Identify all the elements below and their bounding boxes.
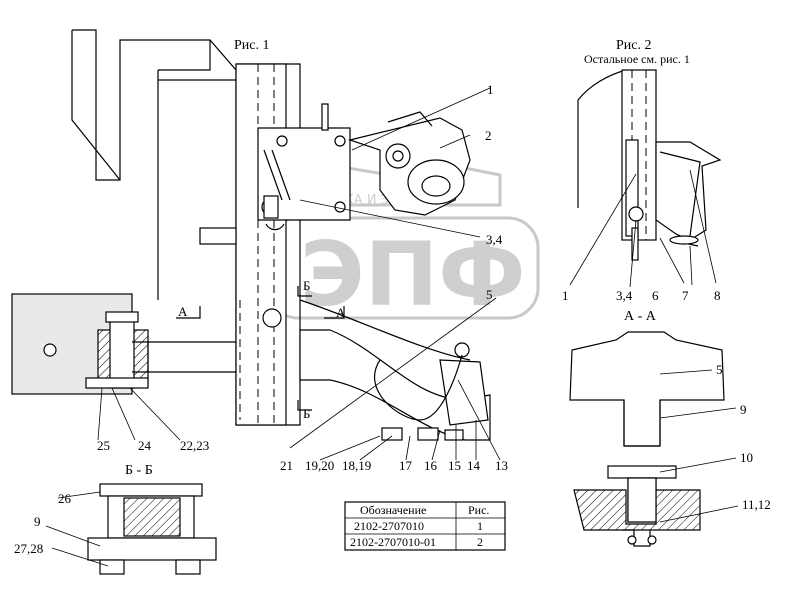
fig1-title: Рис. 1 — [234, 38, 270, 53]
fig2-note: Остальное см. рис. 1 — [584, 52, 690, 66]
fig2-title: Рис. 2 — [616, 38, 652, 53]
callout-fig2-3-4: 3,4 — [616, 288, 633, 303]
figure-1-labels: Рис. 1 1 2 3,4 5 13 14 15 16 17 18,19 19… — [97, 38, 508, 473]
figure-1 — [11, 29, 491, 441]
callout-5: 5 — [486, 287, 493, 302]
table-header-figure: Рис. — [468, 503, 489, 517]
callout-bb-27-28: 27,28 — [14, 541, 43, 556]
callout-17: 17 — [399, 458, 413, 473]
parts-table: Обозначение Рис. 2102-2707010 1 2102-270… — [344, 501, 506, 551]
callout-aa-10: 10 — [740, 450, 753, 465]
callout-16: 16 — [424, 458, 438, 473]
callout-19-20: 19,20 — [305, 458, 334, 473]
callout-15: 15 — [448, 458, 461, 473]
callout-aa-11-12: 11,12 — [742, 497, 771, 512]
figure-2: Рис. 2 Остальное см. рис. 1 1 3,4 6 7 8 — [562, 38, 722, 303]
cut-mark-b-bottom: Б — [303, 406, 310, 421]
cut-mark-a-left: А — [178, 304, 188, 319]
table-cell: 2 — [477, 535, 483, 549]
callout-21: 21 — [280, 458, 293, 473]
figure-1-leaders — [97, 87, 501, 461]
callout-fig2-6: 6 — [652, 288, 659, 303]
callout-24: 24 — [138, 438, 152, 453]
callout-fig2-1: 1 — [562, 288, 569, 303]
callout-22-23: 22,23 — [180, 438, 209, 453]
watermark-logo: ЭПФ — [300, 223, 526, 326]
section-bb-title: Б - Б — [125, 463, 153, 478]
section-bb: Б - Б 26 9 27,28 — [14, 463, 217, 575]
section-aa: А - А 5 9 10 11,12 — [569, 309, 771, 547]
callout-bb-26: 26 — [58, 491, 72, 506]
callout-13: 13 — [495, 458, 508, 473]
callout-fig2-7: 7 — [682, 288, 689, 303]
callout-3-4: 3,4 — [486, 232, 503, 247]
callout-25: 25 — [97, 438, 110, 453]
callout-14: 14 — [467, 458, 481, 473]
table-header-designation: Обозначение — [360, 503, 426, 517]
cut-mark-a-right: А — [336, 305, 346, 320]
callout-18-19: 18,19 — [342, 458, 371, 473]
callout-bb-9: 9 — [34, 514, 41, 529]
callout-aa-9: 9 — [740, 402, 747, 417]
callout-aa-5: 5 — [716, 362, 723, 377]
callout-fig2-8: 8 — [714, 288, 721, 303]
table-cell: 1 — [477, 519, 483, 533]
section-aa-title: А - А — [624, 309, 657, 324]
table-cell: 2102-2707010 — [354, 519, 424, 533]
callout-2: 2 — [485, 128, 492, 143]
cut-mark-b-top: Б — [303, 278, 310, 293]
callout-1: 1 — [487, 82, 494, 97]
table-cell: 2102-2707010-01 — [350, 535, 436, 549]
